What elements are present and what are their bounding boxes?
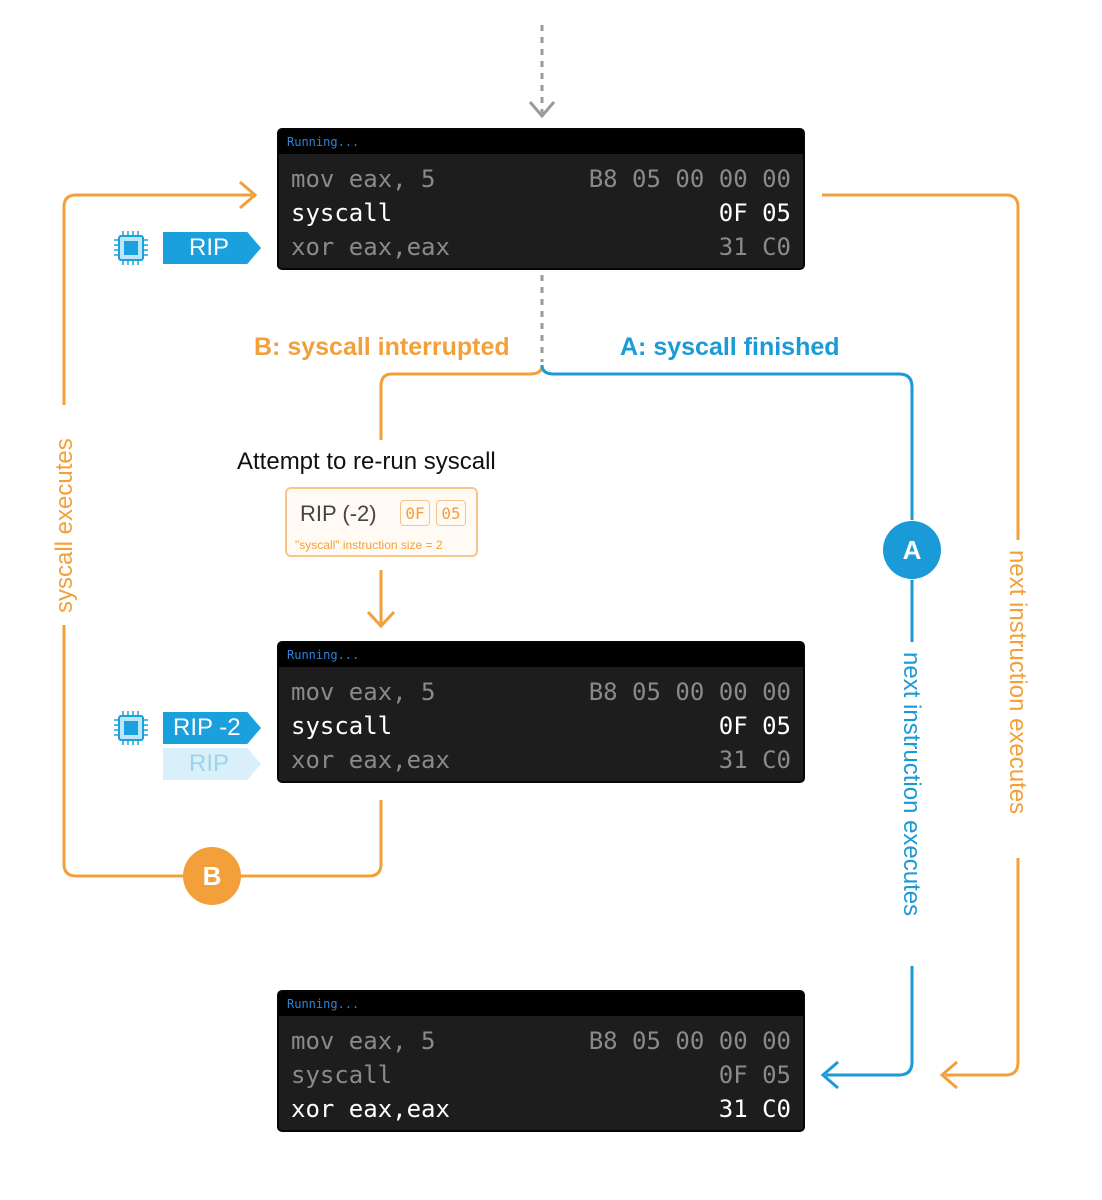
cpu-chip-icon	[114, 711, 148, 745]
asm-text: syscall	[291, 1061, 393, 1089]
hex-bytes: B8 05 00 00 00	[588, 1027, 791, 1055]
terminal-1: Running... mov eax, 5 B8 05 00 00 00 sys…	[277, 128, 805, 270]
instruction-row-active: xor eax,eax 31 C0	[291, 1092, 791, 1126]
instruction-row: mov eax, 5 B8 05 00 00 00	[291, 162, 791, 196]
instruction-row: syscall 0F 05	[291, 1058, 791, 1092]
asm-text: mov eax, 5	[291, 678, 436, 706]
rip-adjust-box: RIP (-2) 0F 05 "syscall" instruction siz…	[285, 487, 478, 557]
asm-text: mov eax, 5	[291, 165, 436, 193]
instruction-row: xor eax,eax 31 C0	[291, 230, 791, 264]
left-loop-label: syscall executes	[51, 438, 78, 613]
right-loop-label: next instruction executes	[1004, 550, 1031, 815]
branch-b-label: B: syscall interrupted	[254, 333, 510, 361]
terminal-status: Running...	[279, 130, 803, 154]
instruction-row: mov eax, 5 B8 05 00 00 00	[291, 675, 791, 709]
instruction-size-note: "syscall" instruction size = 2	[295, 538, 443, 552]
hex-bytes: 0F 05	[718, 1061, 791, 1089]
left-loop-arrowhead	[239, 180, 258, 210]
rip-adjust-label: RIP (-2)	[300, 501, 377, 526]
rip-pointer-tag: RIP	[163, 232, 261, 264]
instruction-row: xor eax,eax 31 C0	[291, 743, 791, 777]
asm-text: syscall	[291, 199, 393, 227]
b-return-path	[240, 800, 383, 878]
instruction-row-active: syscall 0F 05	[291, 196, 791, 230]
asm-text: xor eax,eax	[291, 746, 450, 774]
asm-text: xor eax,eax	[291, 1095, 450, 1123]
left-loop-upper	[62, 193, 252, 405]
right-loop-arrowhead	[939, 1060, 958, 1090]
terminal-3: Running... mov eax, 5 B8 05 00 00 00 sys…	[277, 990, 805, 1132]
cpu-chip-icon	[114, 231, 148, 265]
asm-text: xor eax,eax	[291, 233, 450, 261]
hex-bytes: 0F 05	[718, 712, 791, 740]
hex-bytes: 31 C0	[718, 746, 791, 774]
terminal-status: Running...	[279, 643, 803, 667]
asm-text: mov eax, 5	[291, 1027, 436, 1055]
attempt-rerun-text: Attempt to re-run syscall	[237, 448, 496, 475]
entry-arrowhead	[528, 101, 556, 119]
terminal-2: Running... mov eax, 5 B8 05 00 00 00 sys…	[277, 641, 805, 783]
instruction-row-active: syscall 0F 05	[291, 709, 791, 743]
asm-text: syscall	[291, 712, 393, 740]
right-loop-top	[822, 193, 1020, 540]
hex-bytes: 0F 05	[718, 199, 791, 227]
terminal-status: Running...	[279, 992, 803, 1016]
a-path-segment-3	[826, 966, 914, 1077]
hex-bytes: B8 05 00 00 00	[588, 678, 791, 706]
branch-a-path	[540, 364, 914, 520]
a-path-label: next instruction executes	[898, 652, 925, 917]
hex-bytes: B8 05 00 00 00	[588, 165, 791, 193]
byte-05: 05	[436, 500, 466, 526]
right-loop-bottom	[945, 858, 1020, 1077]
instruction-row: mov eax, 5 B8 05 00 00 00	[291, 1024, 791, 1058]
branch-a-label: A: syscall finished	[620, 333, 840, 361]
rip-ghost-tag: RIP	[163, 748, 261, 780]
branch-b-path	[379, 364, 544, 440]
circle-b: B	[183, 847, 241, 905]
circle-a: A	[883, 521, 941, 579]
a-path-arrowhead	[820, 1060, 839, 1090]
rip-minus-2-tag: RIP -2	[163, 712, 261, 744]
left-loop-lower	[62, 625, 184, 878]
byte-0f: 0F	[400, 500, 430, 526]
hex-bytes: 31 C0	[718, 233, 791, 261]
rip-box-down-arrowhead	[366, 610, 396, 629]
hex-bytes: 31 C0	[718, 1095, 791, 1123]
